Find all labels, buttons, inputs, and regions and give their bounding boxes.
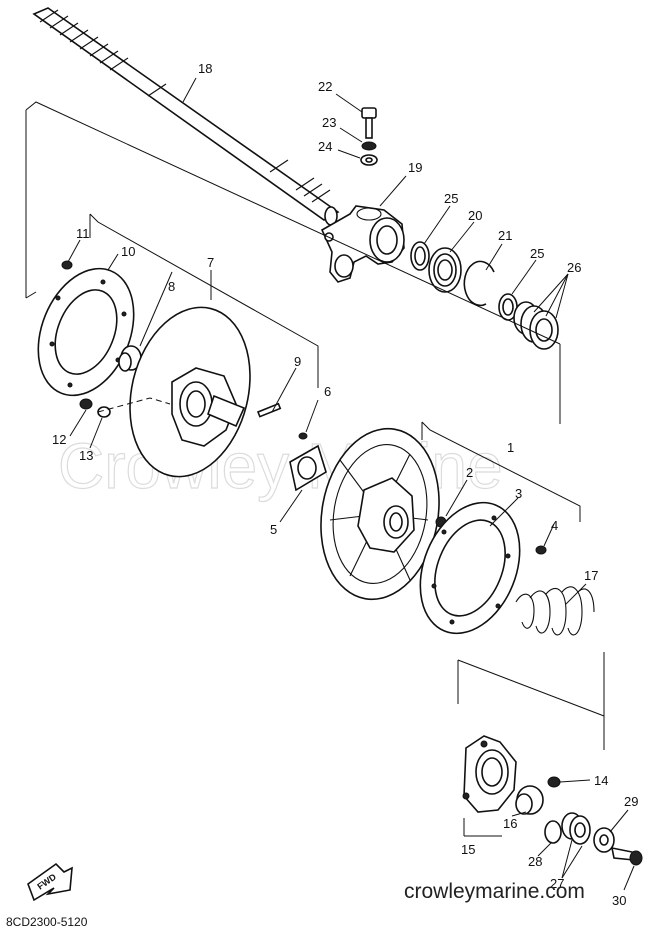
callout-22: 22 <box>318 79 332 94</box>
bracket-assembly-part <box>320 107 559 350</box>
callout-5: 5 <box>270 522 277 537</box>
assembly-bracket-lines <box>25 101 581 522</box>
callout-25-lower: 25 <box>530 246 544 261</box>
callout-27: 27 <box>550 876 564 891</box>
outer-plate-part <box>37 260 135 397</box>
spring-part <box>515 586 595 636</box>
diagram-code: 8CD2300-5120 <box>6 915 88 929</box>
movable-sheave-part <box>320 427 447 601</box>
cam-housing-part <box>462 735 643 866</box>
callout-11: 11 <box>76 226 90 241</box>
callout-28: 28 <box>528 854 542 869</box>
inner-plate-part <box>419 501 547 635</box>
callout-13: 13 <box>79 448 93 463</box>
callout-9: 9 <box>294 354 301 369</box>
callout-7: 7 <box>207 255 214 270</box>
callout-6: 6 <box>324 384 331 399</box>
leader-lines <box>67 77 635 891</box>
gasket-plate-part <box>289 432 327 492</box>
callout-4: 4 <box>551 518 558 533</box>
callout-14: 14 <box>594 773 608 788</box>
callout-24: 24 <box>318 139 332 154</box>
callout-1: 1 <box>507 440 514 455</box>
callout-30: 30 <box>612 893 626 908</box>
fwd-arrow-icon: FWD <box>27 862 73 902</box>
site-footer: crowleymarine.com <box>404 880 585 903</box>
callout-15: 15 <box>461 842 475 857</box>
callout-3: 3 <box>515 486 522 501</box>
lower-bracket-lines <box>457 652 605 750</box>
callout-26: 26 <box>567 260 581 275</box>
callout-17: 17 <box>584 568 598 583</box>
fixed-sheave-part <box>79 306 282 478</box>
callout-8: 8 <box>168 279 175 294</box>
callout-25-upper: 25 <box>444 191 458 206</box>
callout-23: 23 <box>322 115 336 130</box>
callout-16: 16 <box>503 816 517 831</box>
callout-18: 18 <box>198 61 212 76</box>
callout-20: 20 <box>468 208 482 223</box>
callout-labels: 1 2 3 4 5 6 7 8 9 10 11 12 13 14 15 16 1… <box>52 61 638 908</box>
callout-2: 2 <box>466 465 473 480</box>
callout-10: 10 <box>121 244 135 259</box>
callout-19: 19 <box>408 160 422 175</box>
callout-21: 21 <box>498 228 512 243</box>
drive-shaft-part <box>32 7 340 226</box>
callout-29: 29 <box>624 794 638 809</box>
callout-12: 12 <box>52 432 66 447</box>
